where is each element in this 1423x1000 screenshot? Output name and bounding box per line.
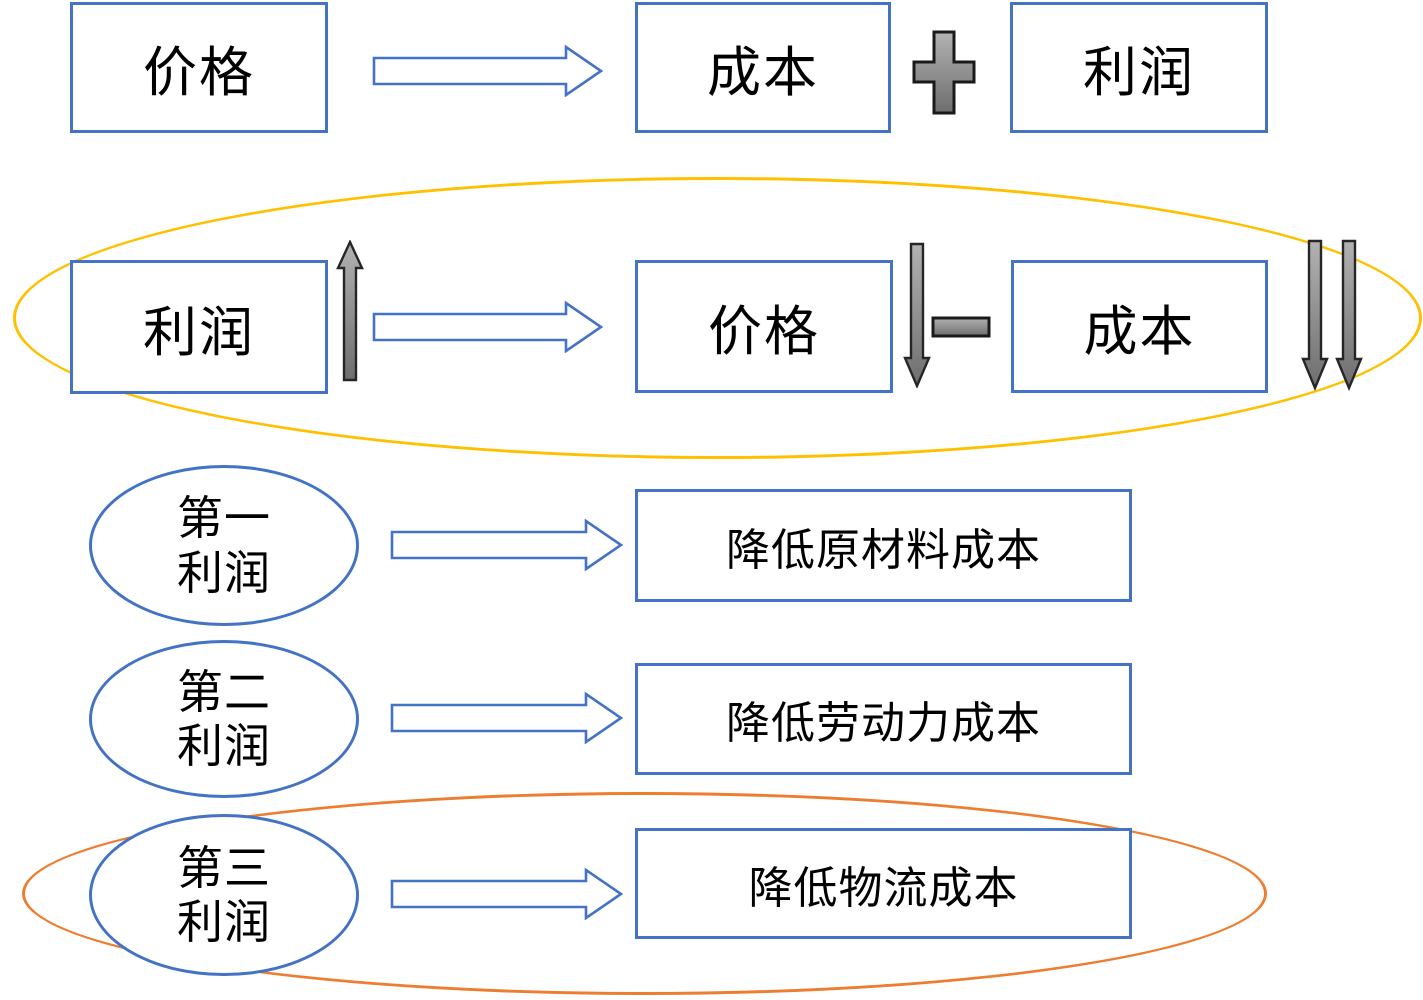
price-box-row1: 价格 bbox=[70, 2, 328, 133]
profit-box-row1: 利润 bbox=[1010, 2, 1268, 133]
up-arrow-icon bbox=[336, 240, 364, 382]
reduce-logistics-cost-box: 降低物流成本 bbox=[635, 828, 1132, 939]
third-profit-line1: 第三 bbox=[177, 841, 271, 894]
reduce-logistics-cost-label: 降低物流成本 bbox=[748, 863, 1019, 913]
reduce-raw-material-cost-label: 降低原材料成本 bbox=[726, 525, 1041, 575]
first-profit-line2: 利润 bbox=[177, 546, 271, 599]
plus-icon bbox=[912, 30, 976, 115]
first-profit-ellipse: 第一 利润 bbox=[89, 465, 359, 626]
flow-arrow-icon bbox=[372, 301, 604, 353]
flow-arrow-icon bbox=[390, 692, 624, 744]
flow-arrow-icon bbox=[372, 45, 604, 97]
cost-label: 成本 bbox=[1083, 302, 1196, 362]
cost-box-row1: 成本 bbox=[635, 2, 891, 133]
third-profit-ellipse: 第三 利润 bbox=[89, 814, 359, 976]
minus-icon bbox=[931, 316, 991, 338]
yellow-highlight-ellipse bbox=[13, 177, 1422, 459]
price-label: 价格 bbox=[143, 43, 255, 103]
profit-label: 利润 bbox=[1083, 43, 1195, 103]
reduce-raw-material-cost-box: 降低原材料成本 bbox=[635, 489, 1132, 602]
second-profit-line2: 利润 bbox=[177, 720, 271, 772]
second-profit-line1: 第二 bbox=[177, 665, 271, 718]
down-arrow-icon bbox=[903, 242, 931, 388]
flow-arrow-icon bbox=[390, 868, 624, 920]
profit-label: 利润 bbox=[143, 302, 255, 363]
reduce-labor-cost-box: 降低劳动力成本 bbox=[635, 663, 1132, 775]
cost-label: 成本 bbox=[707, 43, 819, 103]
price-label: 价格 bbox=[708, 302, 820, 362]
profit-box-row2: 利润 bbox=[70, 260, 328, 394]
price-box-row2: 价格 bbox=[635, 260, 893, 393]
first-profit-line1: 第一 bbox=[177, 492, 271, 545]
second-profit-ellipse: 第二 利润 bbox=[89, 640, 359, 798]
double-down-arrow-icon bbox=[1301, 239, 1363, 391]
reduce-labor-cost-label: 降低劳动力成本 bbox=[726, 699, 1041, 748]
orange-highlight-ellipse bbox=[22, 792, 1267, 995]
cost-box-row2: 成本 bbox=[1011, 260, 1268, 393]
third-profit-line2: 利润 bbox=[177, 896, 271, 948]
flow-arrow-icon bbox=[390, 519, 624, 571]
